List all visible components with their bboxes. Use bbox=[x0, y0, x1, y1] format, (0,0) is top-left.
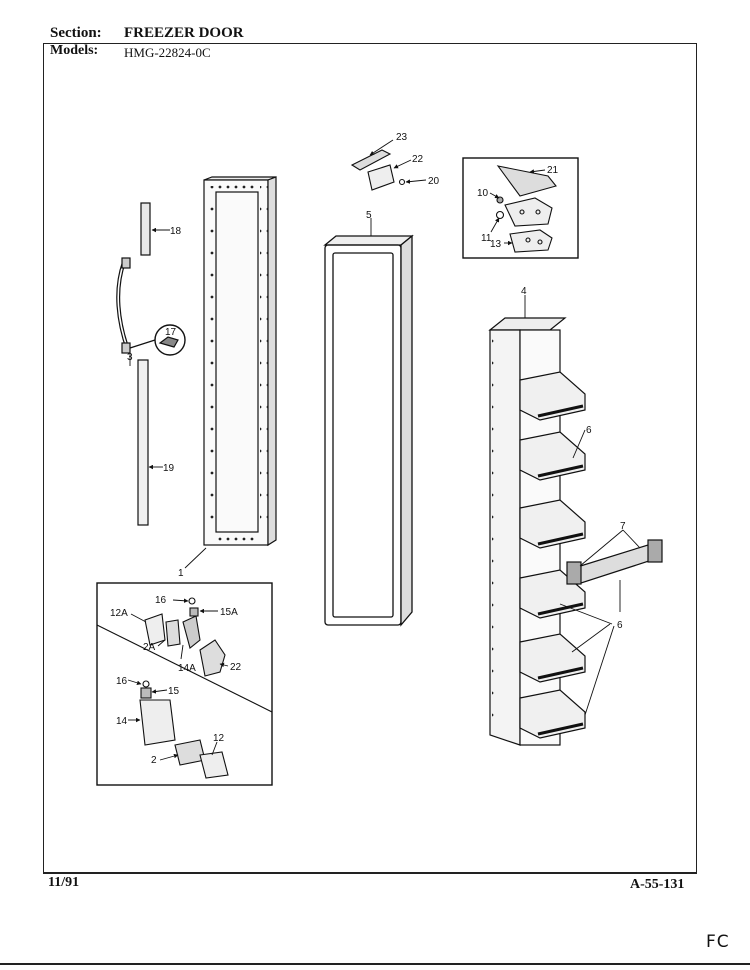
handwritten-mark: FC bbox=[706, 932, 730, 952]
shelf-rail bbox=[537, 464, 584, 478]
callout-23: 23 bbox=[396, 132, 408, 143]
top-hinge-inset bbox=[462, 157, 579, 259]
callout-2a: 2A bbox=[143, 642, 156, 653]
callout-13: 13 bbox=[490, 239, 502, 250]
shelf-rail bbox=[537, 404, 584, 418]
callout-15a: 15A bbox=[220, 607, 238, 618]
shelf-rail bbox=[537, 532, 584, 546]
door-panel-part-1 bbox=[203, 176, 277, 547]
callout-11: 11 bbox=[481, 233, 492, 244]
callout-6-upper: 6 bbox=[586, 425, 592, 436]
callout-6-lower: 6 bbox=[617, 620, 623, 631]
callout-16-top: 16 bbox=[155, 595, 167, 606]
callout-21: 21 bbox=[547, 165, 559, 176]
shelf-rail bbox=[537, 666, 584, 680]
shelf-rail bbox=[537, 722, 584, 736]
models-label: Models: bbox=[50, 43, 99, 58]
bottom-rule bbox=[0, 963, 750, 965]
callout-5: 5 bbox=[366, 210, 372, 221]
diagram-frame bbox=[43, 43, 697, 873]
callout-labels: 1 3 17 18 19 23 22 20 5 4 21 10 11 13 6 … bbox=[110, 132, 626, 766]
callout-16-bottom: 16 bbox=[116, 676, 128, 687]
callout-15: 15 bbox=[168, 686, 180, 697]
callout-4: 4 bbox=[521, 286, 527, 297]
rail-part-7 bbox=[566, 539, 663, 585]
callout-7: 7 bbox=[620, 521, 626, 532]
gasket-part-5 bbox=[323, 234, 414, 627]
handle-assembly bbox=[116, 202, 186, 526]
door-liner-part-4 bbox=[488, 317, 586, 746]
callout-1: 1 bbox=[178, 568, 184, 579]
footer-date: 11/91 bbox=[48, 875, 80, 890]
callout-18: 18 bbox=[170, 226, 182, 237]
footer-page-code: A-55-131 bbox=[630, 877, 685, 892]
bottom-hinge-inset bbox=[96, 582, 273, 786]
callout-10: 10 bbox=[477, 188, 489, 199]
model-number: HMG-22824-0C bbox=[124, 45, 211, 60]
callout-2: 2 bbox=[151, 755, 157, 766]
section-title: FREEZER DOOR bbox=[124, 25, 244, 41]
shelf-rail bbox=[537, 602, 584, 616]
upper-hinge-parts bbox=[350, 149, 406, 191]
callout-19: 19 bbox=[163, 463, 175, 474]
callout-14a: 14A bbox=[178, 663, 196, 674]
callout-12a: 12A bbox=[110, 608, 128, 619]
door-shelves bbox=[519, 371, 586, 739]
callout-22-lower: 22 bbox=[230, 662, 242, 673]
callout-3: 3 bbox=[127, 352, 133, 363]
footer-divider bbox=[43, 873, 697, 874]
section-label: Section: bbox=[50, 25, 102, 41]
callout-22-upper: 22 bbox=[412, 154, 424, 165]
callout-20: 20 bbox=[428, 176, 440, 187]
callout-14: 14 bbox=[116, 716, 128, 727]
callout-12: 12 bbox=[213, 733, 225, 744]
callout-17: 17 bbox=[165, 327, 177, 338]
leader-lines bbox=[127, 139, 641, 761]
